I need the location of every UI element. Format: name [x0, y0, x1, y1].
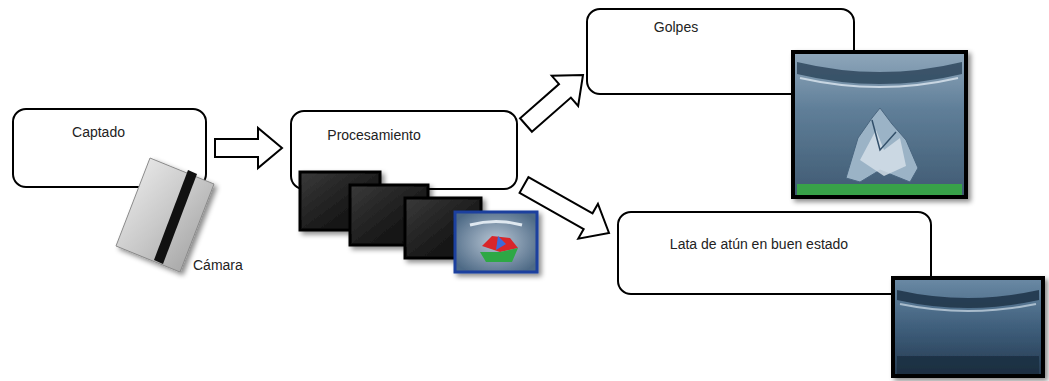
block-arrow [215, 128, 282, 168]
dent-crease [872, 120, 896, 150]
video-frame [405, 198, 481, 258]
can-base [897, 356, 1039, 374]
dent-mark [482, 236, 518, 252]
frame-stack [300, 172, 537, 272]
block-arrow [520, 75, 583, 132]
process-box: Lata de atún en buen estado [617, 211, 932, 295]
box-label: Lata de atún en buen estado [670, 236, 848, 253]
box-label: Golpes [654, 19, 698, 36]
dent-highlight [860, 130, 906, 176]
dented-can-photo [793, 52, 966, 197]
box-label: Procesamiento [327, 127, 420, 144]
camera-picture [116, 158, 214, 272]
processed-frame-bg [455, 212, 537, 272]
video-frame [300, 172, 380, 230]
can-rim [900, 304, 1036, 311]
camera-body [116, 158, 214, 272]
can-rim [897, 290, 1039, 308]
photo-frame [793, 52, 966, 197]
box-label: Captado [72, 124, 125, 141]
dent [846, 108, 918, 182]
process-box: Captado [12, 108, 207, 188]
video-frame [350, 185, 428, 245]
ground-strip [797, 184, 962, 195]
can-rim [800, 78, 958, 87]
process-box: Procesamiento [290, 110, 518, 190]
can-rim [797, 62, 962, 84]
camera-stripe [154, 170, 197, 264]
part-label: Cámara [193, 257, 243, 274]
can-rim [470, 222, 522, 226]
dent-mark [480, 248, 518, 262]
photo-frame [893, 278, 1043, 376]
processed-frame [455, 212, 537, 272]
block-arrow [520, 177, 609, 238]
process-box: Golpes [586, 8, 855, 95]
dent-mark [496, 236, 506, 250]
good-can-photo [893, 278, 1043, 376]
